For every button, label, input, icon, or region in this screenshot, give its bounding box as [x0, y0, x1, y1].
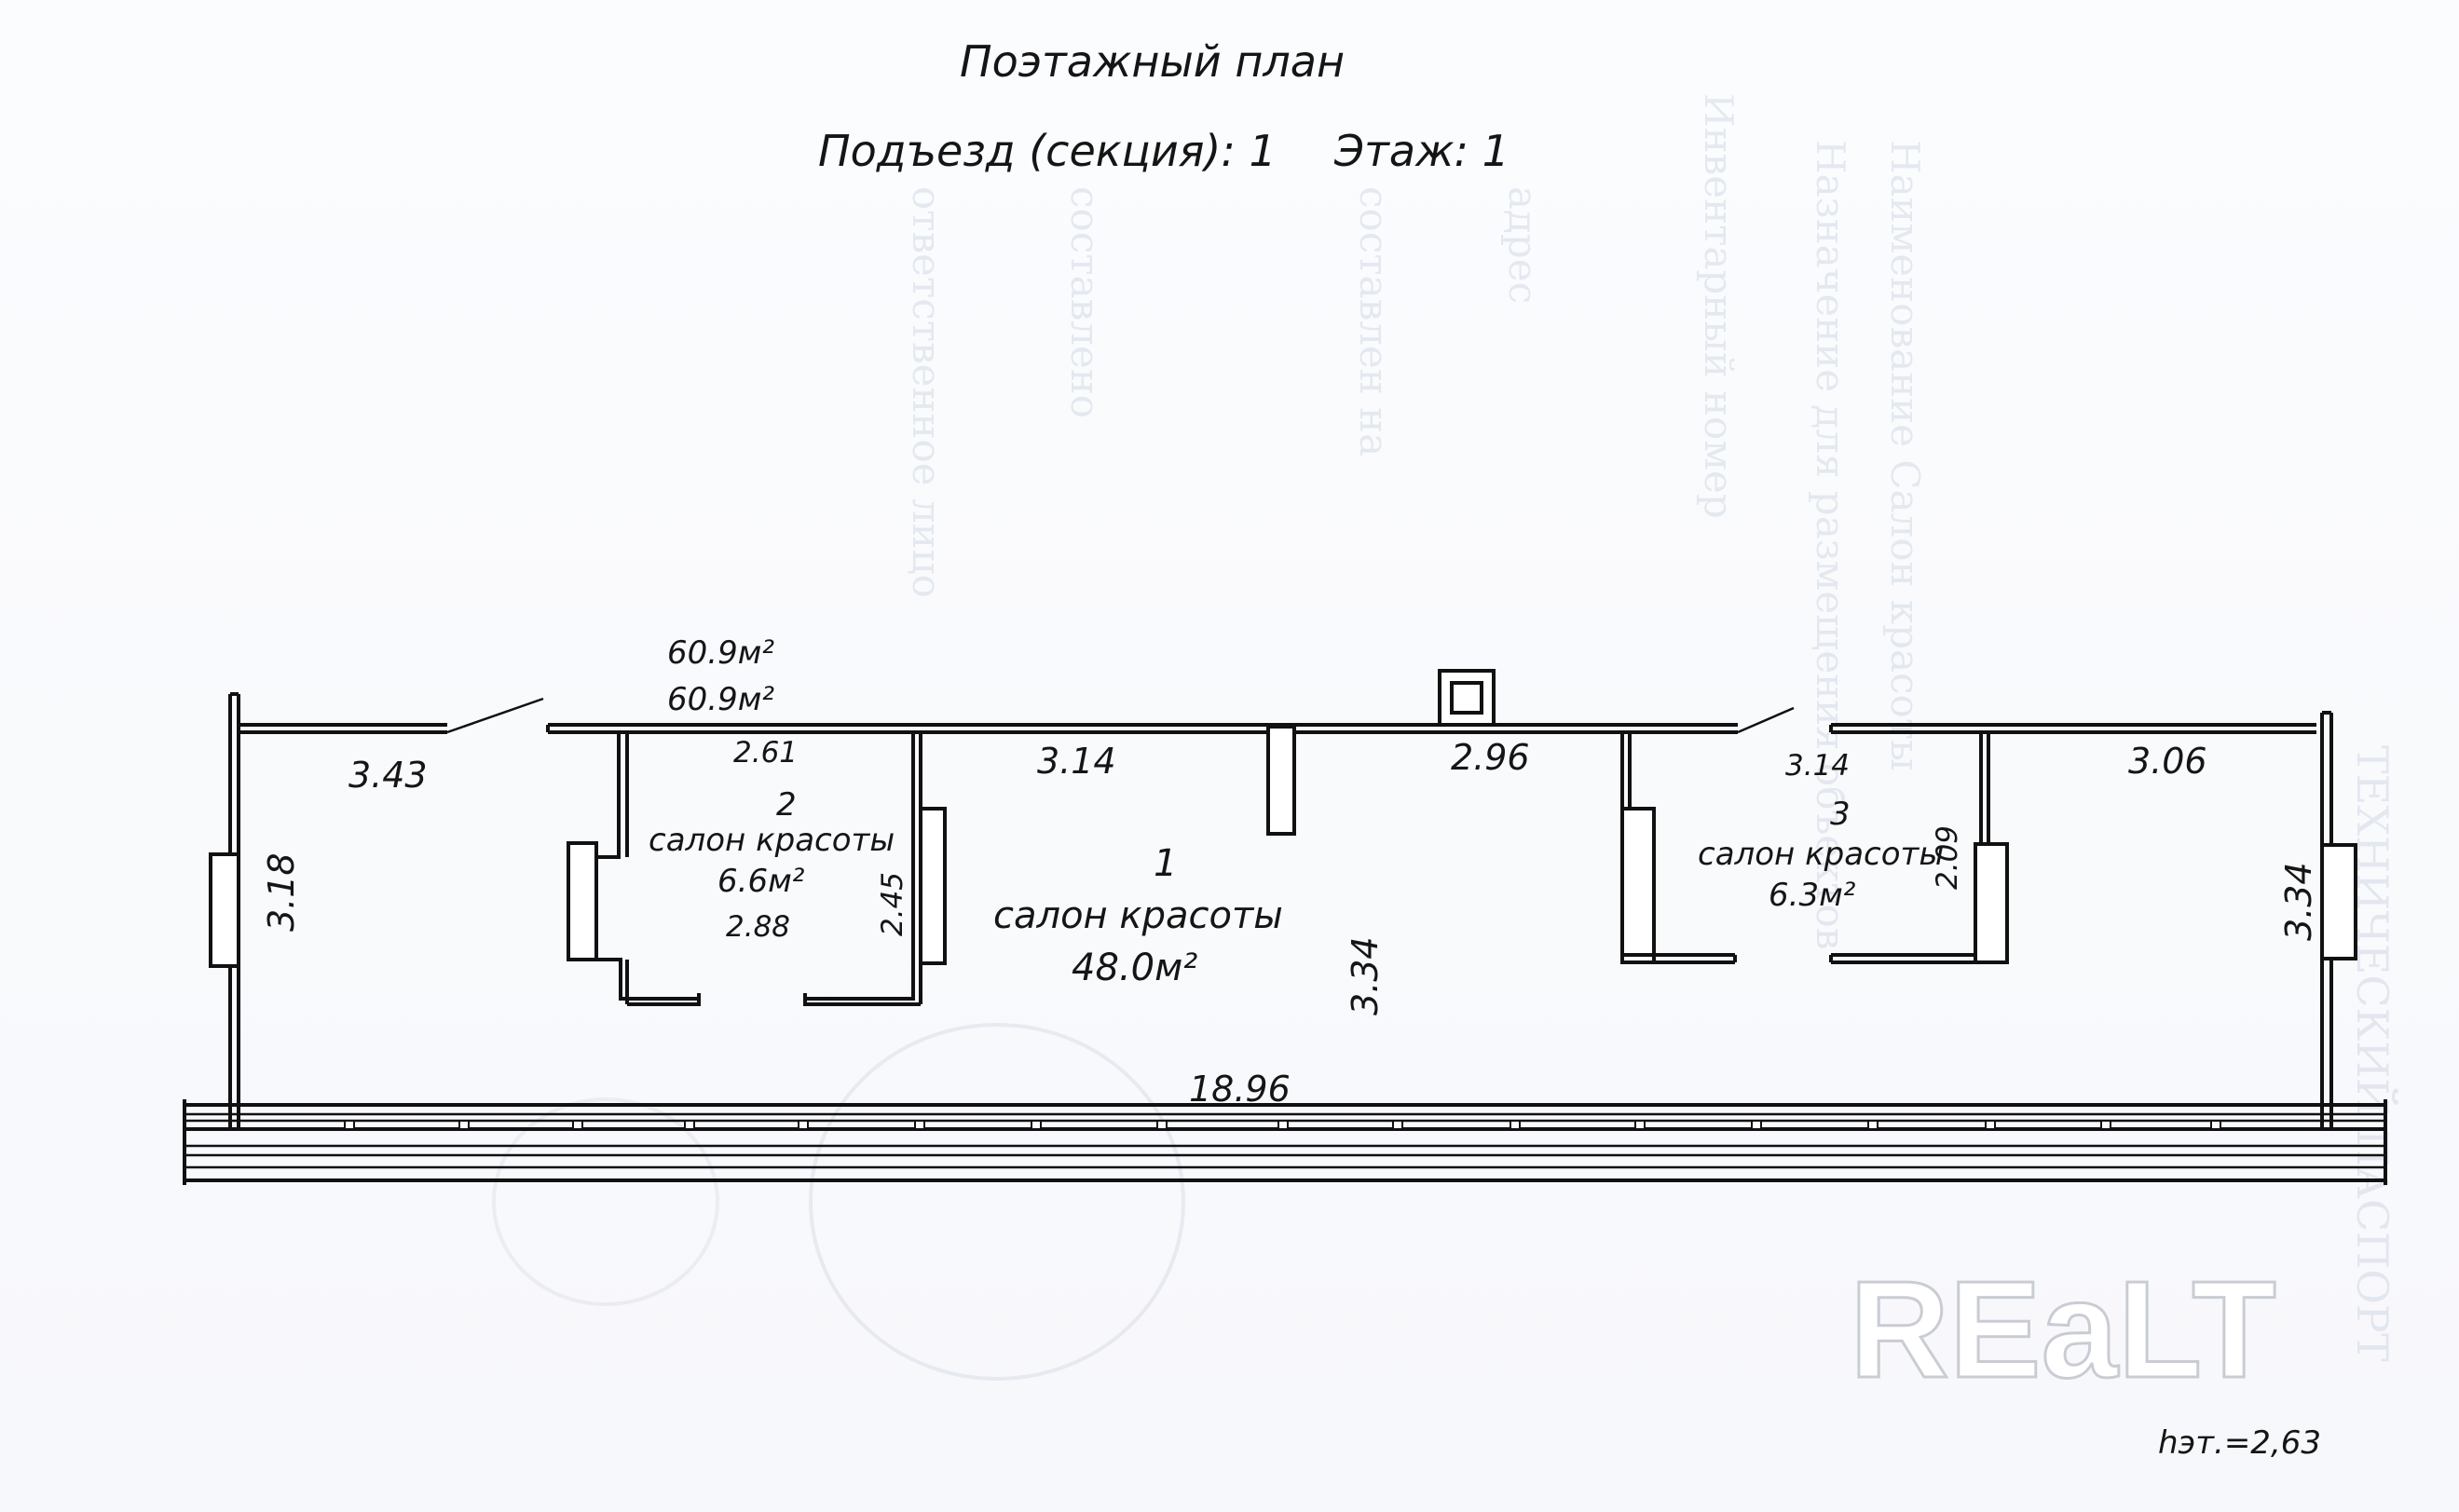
storefront-mullion [798, 1120, 809, 1130]
storefront-mullion [1277, 1120, 1289, 1130]
storefront-mullion [1031, 1120, 1042, 1130]
dim-right-top-width: 3.06 [2128, 741, 2207, 782]
svg-text:составлен на: составлен на [1351, 186, 1397, 456]
dim-room1-width-right: 2.96 [1451, 737, 1530, 778]
dim-room1-width-left: 3.14 [1037, 741, 1116, 782]
dim-room2-depth: 2.88 [726, 910, 790, 944]
dim-right-height: 3.34 [2278, 862, 2319, 941]
dim-overall-length: 18.96 [1189, 1069, 1291, 1110]
storefront-mullion [914, 1120, 925, 1130]
svg-text:Назначение для размещения об: Назначение для размещения объектов [1808, 140, 1853, 949]
storefront-mullion [2210, 1120, 2221, 1130]
dim-room2-width: 2.61 [733, 736, 798, 770]
storefront-mullion [2100, 1120, 2111, 1130]
storefront-mullion [344, 1120, 355, 1130]
storefront-mullion [1510, 1120, 1521, 1130]
living-area: 60.9м² [667, 681, 774, 718]
svg-text:Наименование Салон красоты: Наименование Салон красоты [1882, 140, 1928, 770]
room-2-area: 6.6м² [717, 863, 805, 900]
storefront-mullion [1751, 1120, 1762, 1130]
room-3-area: 6.3м² [1769, 877, 1856, 914]
dim-room1-height: 3.34 [1345, 936, 1386, 1015]
storefront-mullion [1392, 1120, 1403, 1130]
svg-text:ответственное лицо: ответственное лицо [904, 186, 949, 598]
storefront-mullion [572, 1120, 583, 1130]
entrance-label: Подъезд (секция): 1 [818, 126, 1277, 176]
svg-text:адрес: адрес [1500, 186, 1546, 304]
total-area: 60.9м² [667, 634, 774, 672]
room-3-number: 3 [1830, 796, 1851, 833]
room-2-number: 2 [776, 786, 797, 824]
svg-text:ТЕХНИЧЕСКИЙ ПАСПОРТ: ТЕХНИЧЕСКИЙ ПАСПОРТ [2347, 745, 2399, 1362]
realt-watermark-logo: REaLT [1850, 1253, 2276, 1407]
dim-room3-width: 3.14 [1785, 749, 1850, 783]
ceiling-height-note: hэт.=2,63 [2158, 1424, 2321, 1462]
storefront-mullion [1985, 1120, 1996, 1130]
room-1-name: салон красоты [993, 894, 1283, 937]
storefront-mullion [684, 1120, 695, 1130]
storefront-mullion [1867, 1120, 1878, 1130]
room-1-number: 1 [1154, 842, 1177, 885]
plan-title: Поэтажный план [960, 36, 1345, 87]
storefront-wall [183, 1099, 2387, 1185]
dim-left-top-width: 3.43 [348, 755, 428, 796]
svg-text:Инвентарный номер: Инвентарный номер [1696, 93, 1742, 519]
storefront-mullion [458, 1120, 470, 1130]
walls [209, 669, 2357, 1127]
paper-bleed-through: Наименование Салон красоты Назначение дл… [492, 93, 2399, 1381]
svg-text:составлено: составлено [1062, 186, 1108, 418]
room-1-area: 48.0м² [1072, 947, 1197, 989]
storefront-mullion [1156, 1120, 1168, 1130]
room-3-name: салон красоты [1698, 836, 1944, 873]
dim-left-height: 3.18 [261, 852, 302, 932]
dim-room3-height: 2.09 [1931, 825, 1964, 890]
dim-room2-height: 2.45 [876, 872, 909, 936]
floor-label: Этаж: 1 [1333, 126, 1510, 176]
room-2-name: салон красоты [649, 822, 895, 859]
storefront-mullion [1634, 1120, 1646, 1130]
